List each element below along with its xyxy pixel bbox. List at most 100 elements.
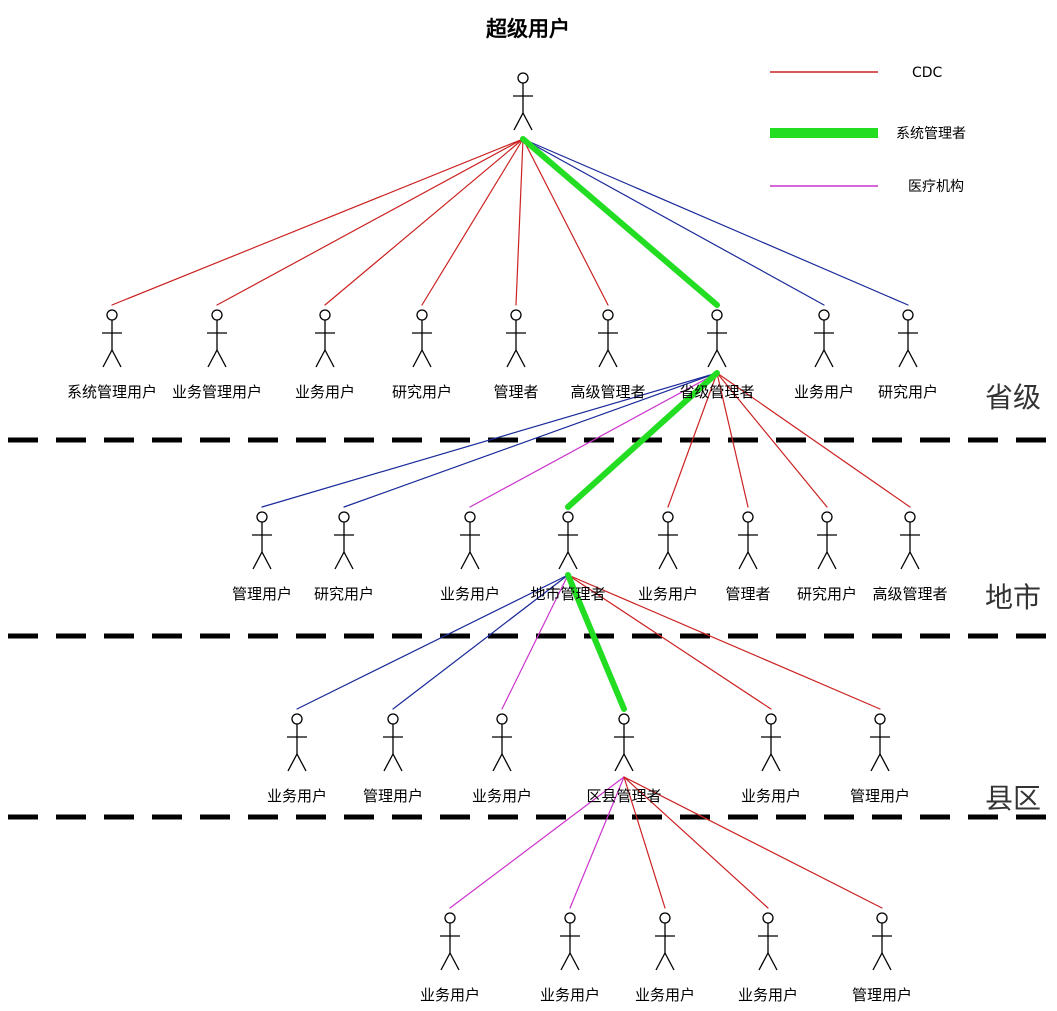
actor-head-icon <box>904 511 916 523</box>
actor-label: 省级管理者 <box>679 383 754 401</box>
actors-layer: 系统管理用户业务管理用户业务用户研究用户管理者高级管理者省级管理者业务用户研究用… <box>67 72 948 1004</box>
diagram-title: 超级用户 <box>486 17 570 41</box>
actor-stick-figure-icon <box>826 551 837 570</box>
actor-stick-figure-icon <box>287 753 298 772</box>
level-dividers <box>8 437 1057 820</box>
actor-stick-figure-icon <box>817 551 828 570</box>
actor-c6: 管理者 <box>725 511 771 603</box>
actor-label: 业务用户 <box>638 585 698 603</box>
level-label-city: 地市 <box>985 581 1041 614</box>
link-p7-to-c2 <box>343 372 718 508</box>
actor-stick-figure-icon <box>334 551 345 570</box>
actor-stick-figure-icon <box>623 753 634 772</box>
actor-e4: 业务用户 <box>738 912 798 1004</box>
actor-head-icon <box>821 511 833 523</box>
actor-d2: 管理用户 <box>363 713 423 805</box>
legend-label-system-admin: 系统管理者 <box>896 126 966 142</box>
links-layer <box>111 136 911 909</box>
actor-stick-figure-icon <box>814 349 825 368</box>
actor-p9: 研究用户 <box>878 309 938 401</box>
link-p7-to-c3 <box>469 372 718 508</box>
actor-stick-figure-icon <box>515 349 526 368</box>
actor-stick-figure-icon <box>598 349 609 368</box>
actor-d4: 区县管理者 <box>586 713 662 805</box>
actor-head-icon <box>510 309 522 321</box>
link-d4-to-e2 <box>569 776 625 909</box>
actor-head-icon <box>762 912 774 924</box>
actor-stick-figure-icon <box>664 952 675 971</box>
actor-head-icon <box>659 912 671 924</box>
actor-label: 管理用户 <box>232 585 292 603</box>
legend-label-cdc: CDC <box>912 65 943 81</box>
actor-head-icon <box>562 511 574 523</box>
actor-label: 研究用户 <box>314 585 374 603</box>
actor-label: 业务用户 <box>794 383 854 401</box>
actor-label: 业务用户 <box>635 986 695 1004</box>
actor-e1: 业务用户 <box>420 912 480 1004</box>
actor-stick-figure-icon <box>261 551 272 570</box>
actor-stick-figure-icon <box>909 551 920 570</box>
actor-label: 管理者 <box>493 383 538 401</box>
actor-stick-figure-icon <box>655 952 666 971</box>
actor-head-icon <box>496 713 508 725</box>
link-root-to-p8 <box>522 138 825 306</box>
actor-stick-figure-icon <box>440 952 451 971</box>
actor-stick-figure-icon <box>823 349 834 368</box>
actor-head-icon <box>602 309 614 321</box>
actor-head-icon <box>618 713 630 725</box>
actor-c5: 业务用户 <box>638 511 698 603</box>
actor-head-icon <box>765 713 777 725</box>
link-p7-to-c1 <box>261 372 718 508</box>
link-root-to-p3 <box>324 138 524 306</box>
actor-stick-figure-icon <box>567 551 578 570</box>
actor-label: 研究用户 <box>878 383 938 401</box>
actor-p5: 管理者 <box>493 309 539 401</box>
actor-stick-figure-icon <box>716 349 727 368</box>
actor-head-icon <box>464 511 476 523</box>
actor-head-icon <box>291 713 303 725</box>
actor-head-icon <box>387 713 399 725</box>
legend-label-medical: 医疗机构 <box>908 179 964 195</box>
actor-stick-figure-icon <box>738 551 749 570</box>
actor-label: 业务用户 <box>420 986 480 1004</box>
link-root-to-p1 <box>111 138 524 306</box>
link-p7-to-c7 <box>716 372 828 508</box>
actor-stick-figure-icon <box>667 551 678 570</box>
actor-stick-figure-icon <box>383 753 394 772</box>
actor-label: 管理用户 <box>852 986 912 1004</box>
actor-stick-figure-icon <box>324 349 335 368</box>
link-c4-to-d4 <box>565 572 627 712</box>
actor-head-icon <box>416 309 428 321</box>
actor-stick-figure-icon <box>421 349 432 368</box>
actor-head-icon <box>517 72 529 84</box>
actor-stick-figure-icon <box>449 952 460 971</box>
actor-label: 研究用户 <box>392 383 452 401</box>
actor-e5: 管理用户 <box>852 912 912 1004</box>
actor-p7: 省级管理者 <box>679 309 755 401</box>
actor-p4: 研究用户 <box>392 309 452 401</box>
actor-label: 业务用户 <box>295 383 355 401</box>
actor-head-icon <box>874 713 886 725</box>
actor-root <box>513 72 533 131</box>
actor-stick-figure-icon <box>560 952 571 971</box>
actor-stick-figure-icon <box>469 551 480 570</box>
actor-stick-figure-icon <box>758 952 769 971</box>
actor-label: 系统管理用户 <box>67 383 157 401</box>
actor-stick-figure-icon <box>506 349 517 368</box>
actor-head-icon <box>211 309 223 321</box>
actor-stick-figure-icon <box>102 349 113 368</box>
actor-stick-figure-icon <box>707 349 718 368</box>
actor-label: 高级管理者 <box>872 585 947 603</box>
actor-p6: 高级管理者 <box>570 309 646 401</box>
link-c4-to-d1 <box>296 574 569 710</box>
actor-stick-figure-icon <box>522 112 533 131</box>
actor-p1: 系统管理用户 <box>67 309 157 401</box>
actor-head-icon <box>106 309 118 321</box>
link-root-to-p7 <box>520 136 720 308</box>
actor-stick-figure-icon <box>607 349 618 368</box>
actor-e2: 业务用户 <box>540 912 600 1004</box>
actor-stick-figure-icon <box>898 349 909 368</box>
actor-stick-figure-icon <box>207 349 218 368</box>
link-d4-to-e1 <box>449 776 625 909</box>
